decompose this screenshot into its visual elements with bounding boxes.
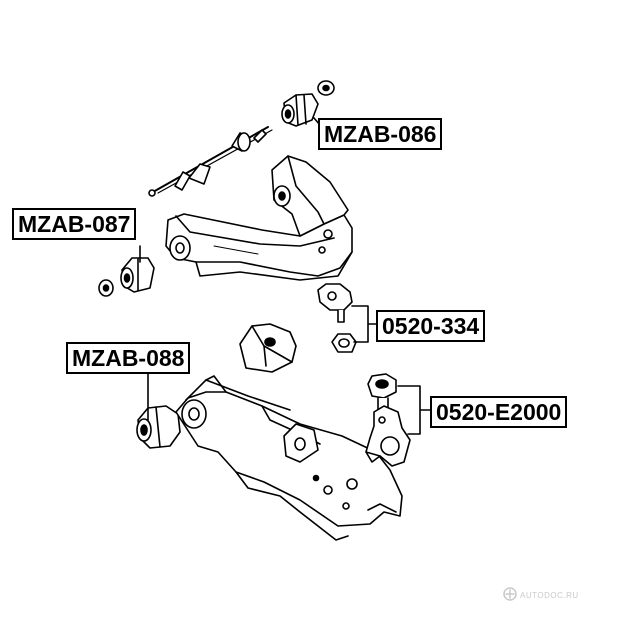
- part-label-mzab-087: MZAB-087: [12, 208, 137, 240]
- watermark-logo: [503, 587, 517, 601]
- part-label-0520-334: 0520-334: [376, 310, 486, 342]
- upper-shaft-drawing: [148, 126, 273, 197]
- part-label-mzab-086: MZAB-086: [318, 118, 443, 150]
- lower-arm-drawing: [175, 375, 403, 541]
- leader-lines: [139, 117, 431, 435]
- leader-lower-ball-joint: [397, 385, 431, 435]
- front-bushing-drawing: [98, 257, 155, 297]
- watermark-text: AUTODOC.RU: [520, 591, 579, 600]
- upper-bushing-drawing: [281, 80, 335, 127]
- part-label-mzab-088: MZAB-088: [66, 342, 191, 374]
- lower-ball-joint-drawing: [365, 373, 411, 467]
- upper-ball-joint-drawing: [317, 283, 357, 353]
- part-label-0520-e2000: 0520-E2000: [430, 396, 568, 428]
- leader-upper-ball-joint: [351, 305, 377, 343]
- upper-arm-drawing: [165, 155, 353, 281]
- bump-stop-drawing: [239, 323, 297, 373]
- lower-bushing-drawing: [136, 405, 181, 449]
